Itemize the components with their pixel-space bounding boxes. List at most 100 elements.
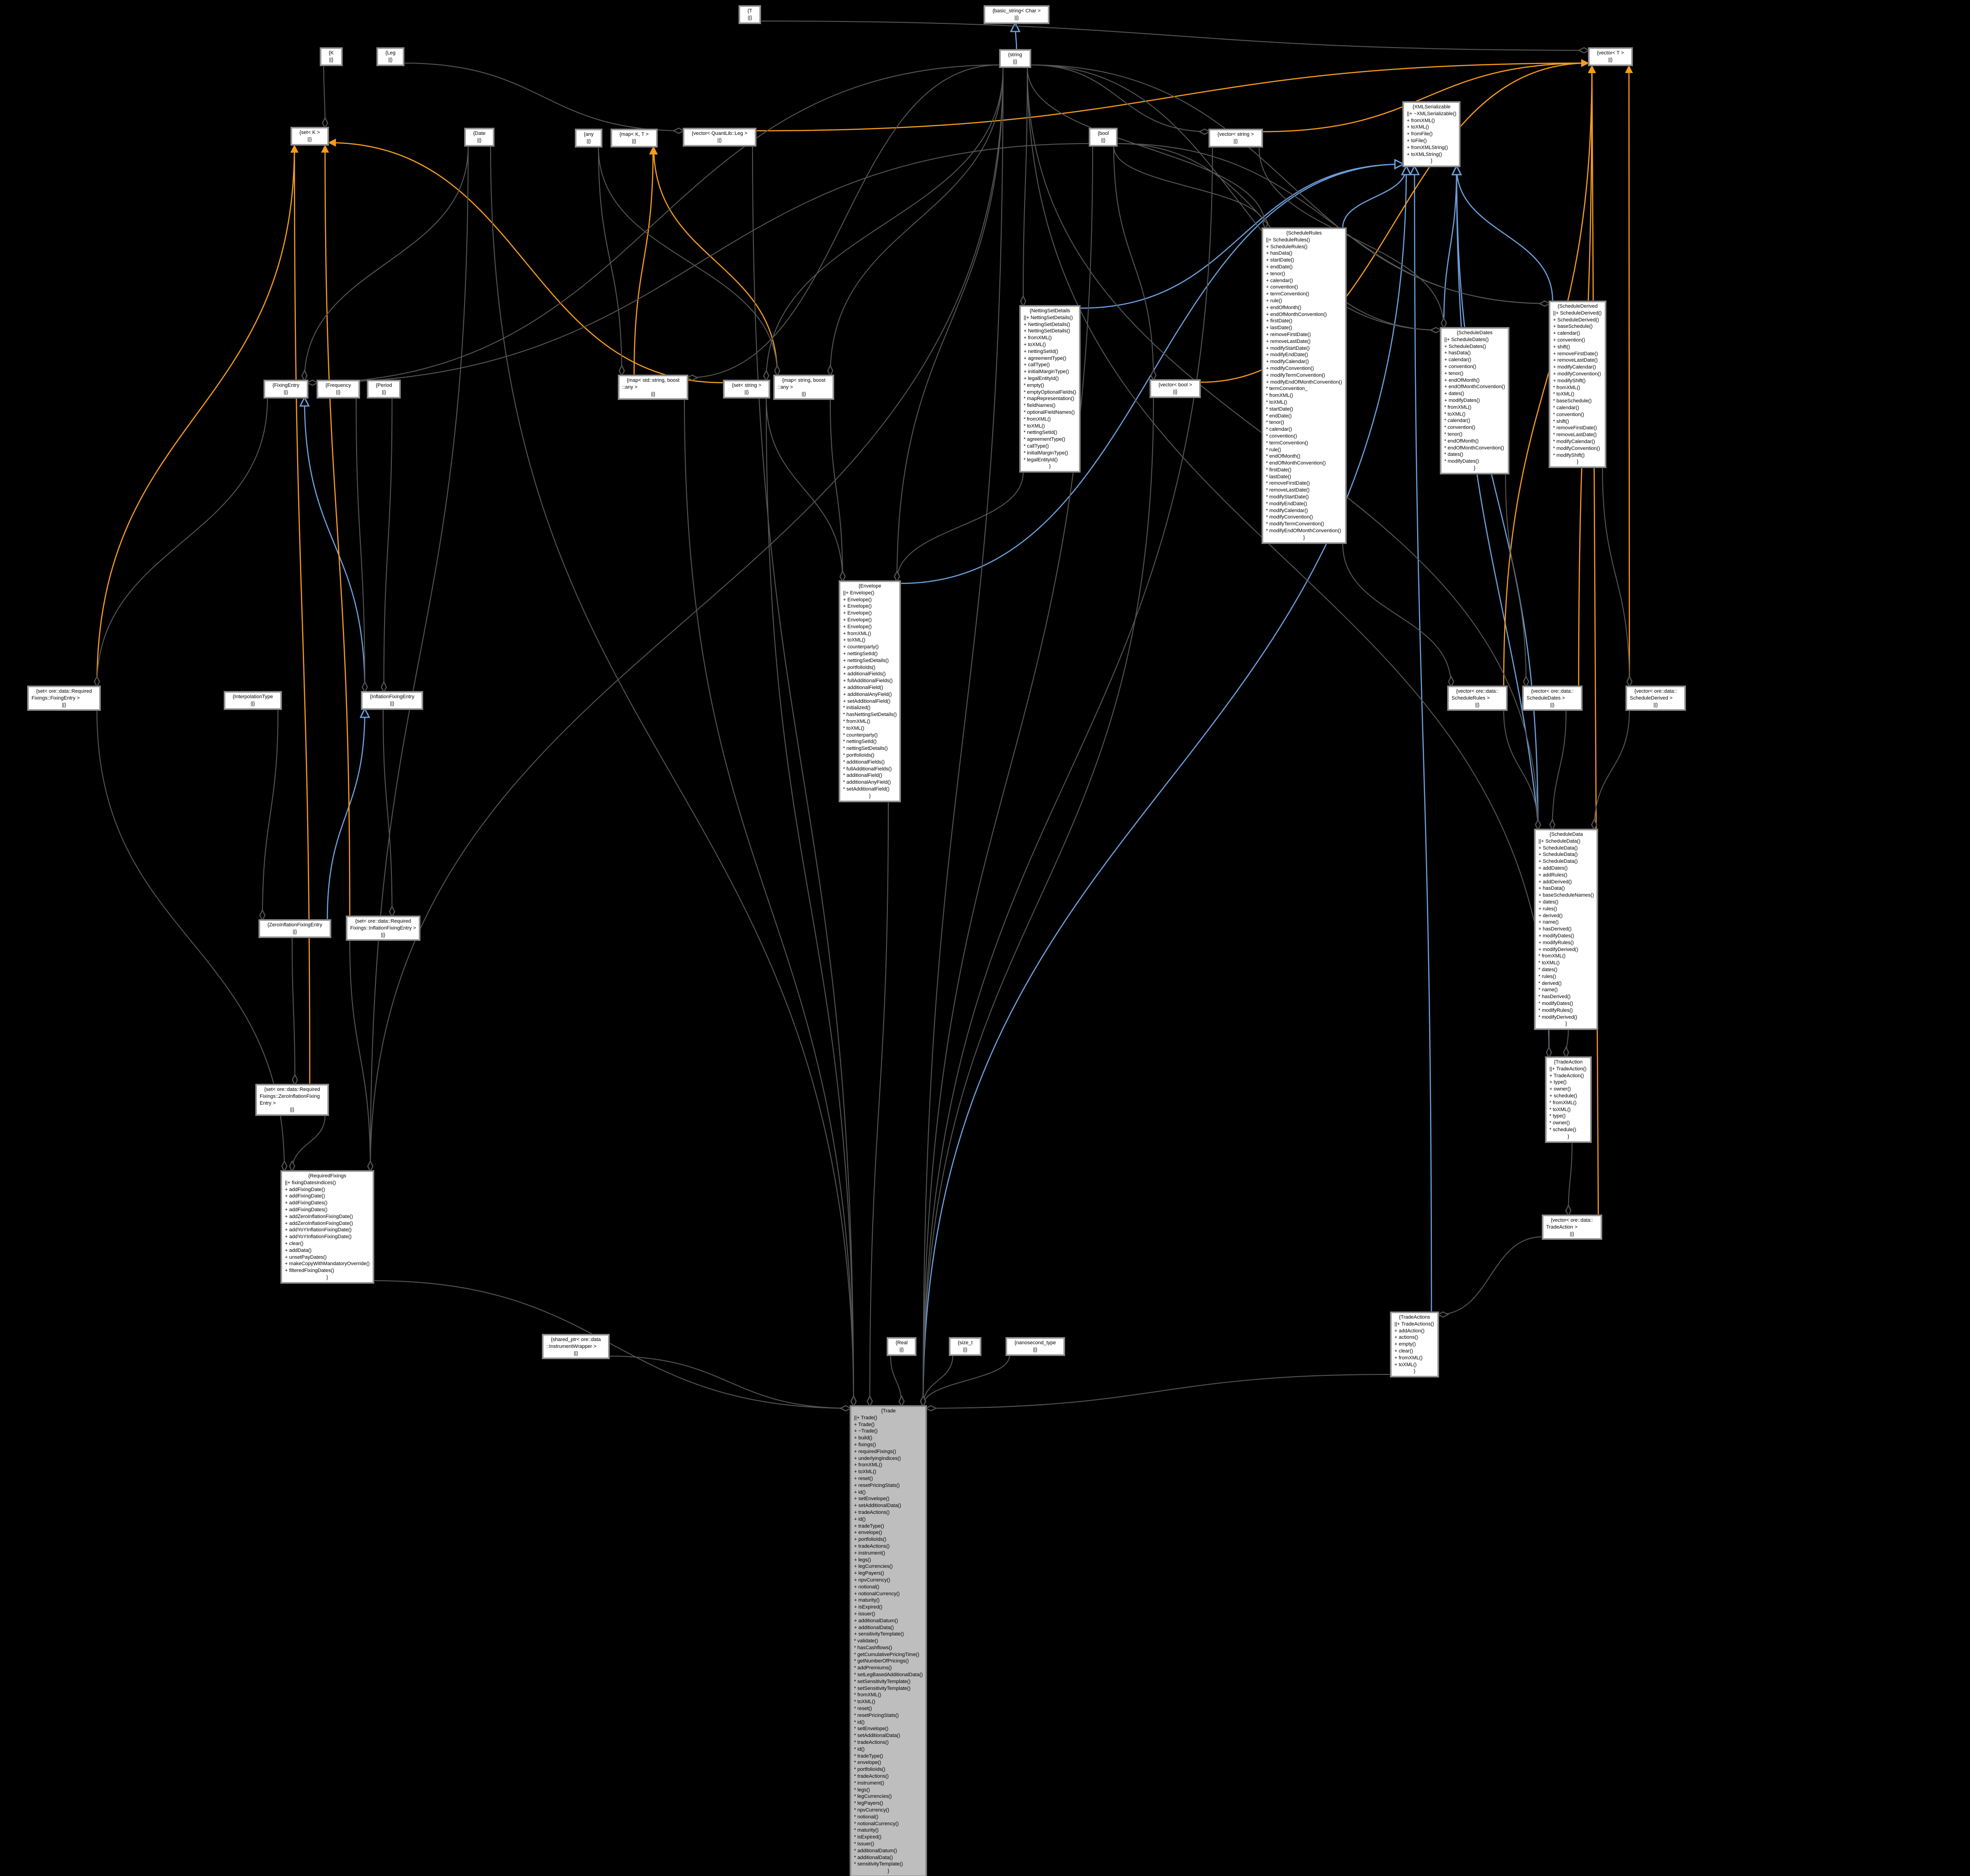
class-node-zeroinflationfixingentry[interactable]: {ZeroInflationFixingEntry||} bbox=[258, 919, 331, 938]
class-member: + modifyDates() bbox=[1444, 397, 1480, 403]
class-node-any[interactable]: {any||} bbox=[574, 128, 603, 148]
class-member: + portfolioIds() bbox=[854, 1537, 886, 1543]
class-member: + toXML() bbox=[854, 1469, 876, 1475]
class-member: + initialMarginType() bbox=[1024, 369, 1069, 375]
class-member: * fromXML() bbox=[1024, 416, 1051, 422]
class-node-schedulerules[interactable]: {ScheduleRules||+ ScheduleRules()+ Sched… bbox=[1261, 227, 1347, 544]
edge-usage-map_string_any-to-envelope bbox=[830, 399, 843, 581]
class-member: * legPayers() bbox=[854, 1801, 883, 1807]
class-node-title: {shared_ptr< ore::data bbox=[551, 1337, 601, 1342]
class-member: + addYoYInflationFixingDate() bbox=[285, 1227, 352, 1233]
class-member: * toXML() bbox=[1553, 391, 1575, 397]
class-member: + hasData() bbox=[1538, 886, 1565, 892]
class-member: + fromFile() bbox=[1407, 131, 1433, 137]
class-node-set_string[interactable]: {set< string >||} bbox=[722, 379, 771, 399]
class-member: + fromXML() bbox=[843, 631, 871, 636]
class-member: * toXML() bbox=[1024, 423, 1045, 429]
class-member: + schedule() bbox=[1549, 1093, 1577, 1099]
class-node-size_t[interactable]: {size_t||} bbox=[948, 1337, 982, 1356]
class-node-nettingsetdetails[interactable]: {NettingSetDetails||+ NettingSetDetails(… bbox=[1019, 305, 1081, 473]
class-node-vector_scheduledates[interactable]: {vector< ore::data::ScheduleDates >||} bbox=[1522, 685, 1583, 711]
class-member: + modifyShift() bbox=[1553, 378, 1586, 384]
class-node-interpolationtype[interactable]: {InterpolationType||} bbox=[223, 691, 283, 710]
class-node-fixingentry[interactable]: {FixingEntry||} bbox=[263, 379, 309, 399]
edge-usage-scheduledates-to-vector_scheduledates bbox=[1505, 474, 1526, 686]
class-node-tradeaction[interactable]: {TradeAction||+ TradeAction()+ TradeActi… bbox=[1545, 1056, 1592, 1143]
edge-template-vector_string-to-vector_t bbox=[1262, 59, 1589, 133]
edge-usage-schedulederived-to-vector_schedulederived bbox=[1602, 467, 1629, 686]
class-node-tradeactions[interactable]: {TradeActions||+ TradeActions()+ addActi… bbox=[1389, 1311, 1440, 1378]
class-member: + name() bbox=[1538, 919, 1559, 925]
class-node-nanosecond_type[interactable]: {nanosecond_type||} bbox=[1005, 1337, 1065, 1356]
class-node-leg[interactable]: {Leg||} bbox=[376, 47, 405, 66]
class-node-title: {set< string > bbox=[732, 383, 762, 388]
class-node-string[interactable]: {string||} bbox=[999, 49, 1031, 68]
class-node-map_string_any[interactable]: {map< string, boost::any >||} bbox=[773, 374, 835, 401]
class-node-shared_ptr_instrumentwrapper[interactable]: {shared_ptr< ore::data::InstrumentWrappe… bbox=[541, 1333, 610, 1360]
class-member: * rules() bbox=[1538, 973, 1556, 979]
class-member: } bbox=[1303, 534, 1305, 540]
class-node-schedulederived[interactable]: {ScheduleDerived||+ ScheduleDerived()+ S… bbox=[1548, 300, 1607, 469]
class-member: ||} bbox=[307, 136, 312, 142]
class-node-real[interactable]: {Real||} bbox=[886, 1337, 917, 1356]
class-node-envelope[interactable]: {Envelope||+ Envelope()+ Envelope()+ Env… bbox=[838, 580, 902, 802]
class-node-period[interactable]: {Period||} bbox=[366, 379, 401, 399]
class-node-scheduledates[interactable]: {ScheduleDates||+ ScheduleDates()+ Sched… bbox=[1440, 327, 1510, 475]
class-member: + tenor() bbox=[1266, 271, 1285, 277]
class-member: + reset() bbox=[854, 1475, 873, 1481]
class-member: * modifyCalendar() bbox=[1553, 438, 1595, 444]
class-member: + nettingSetId() bbox=[843, 651, 878, 657]
class-member: * notionalCurrency() bbox=[854, 1821, 899, 1827]
class-member: + calendar() bbox=[1444, 357, 1472, 363]
class-node-vector_string[interactable]: {vector< string >||} bbox=[1208, 128, 1263, 148]
class-member: ||} bbox=[587, 138, 591, 144]
class-member: * modifyShift() bbox=[1553, 452, 1585, 458]
edge-usage-set_fixingentry-to-requiredfixings bbox=[96, 710, 284, 1170]
class-node-title: {size_t bbox=[958, 1340, 973, 1346]
class-node-trade[interactable]: {Trade||+ Trade()+ Trade()+ ~Trade()+ bu… bbox=[849, 1405, 928, 1876]
edge-usage-requiredfixings-to-trade bbox=[374, 1280, 850, 1408]
class-node-map_std_string_any[interactable]: {map< std::string, boost::any >||} bbox=[617, 374, 689, 401]
class-node-k[interactable]: {K||} bbox=[319, 47, 343, 66]
class-member: + modifyEndDate() bbox=[1266, 352, 1308, 358]
class-member: * toXML() bbox=[843, 725, 865, 731]
class-member: + ~Trade() bbox=[854, 1428, 878, 1434]
edge-inheritance-tradeactions-to-xmlserializable bbox=[1415, 167, 1432, 1312]
class-node-frequency[interactable]: {Frequency||} bbox=[316, 379, 360, 399]
class-node-set_k[interactable]: {set< K >||} bbox=[290, 127, 329, 146]
edge-inheritance-zeroinflationfixingentry-to-inflationfixingentry bbox=[326, 710, 365, 920]
edge-usage-string-to-trade bbox=[923, 67, 1004, 1406]
class-node-requiredfixings[interactable]: {RequiredFixings||+ fixingDatesIndices()… bbox=[280, 1170, 374, 1284]
class-node-map_k_t[interactable]: {map< K, T >||} bbox=[610, 128, 658, 148]
edge-usage-any-to-map_string_any bbox=[598, 147, 777, 375]
edge-template-set_zeroinflationfixingentry-to-set_k bbox=[290, 144, 310, 1085]
class-node-t[interactable]: {T||} bbox=[738, 5, 762, 24]
class-node-vector_bool[interactable]: {vector< bool >||} bbox=[1149, 379, 1201, 398]
edge-usage-tradeactions-to-trade bbox=[927, 1374, 1391, 1408]
class-node-basic_string[interactable]: {basic_string< Char >||} bbox=[983, 5, 1050, 24]
class-member: + addDerived() bbox=[1538, 879, 1572, 885]
class-member: * type() bbox=[1549, 1113, 1566, 1119]
class-member: ||+ ScheduleRules() bbox=[1266, 237, 1310, 243]
edge-template-map_string_any-to-map_k_t bbox=[650, 146, 778, 375]
class-member: * toXML() bbox=[1444, 411, 1466, 417]
class-node-vector_schedulederived[interactable]: {vector< ore::data::ScheduleDerived >||} bbox=[1625, 685, 1686, 711]
class-node-title: {vector< QuantLib::Leg > bbox=[692, 131, 747, 136]
class-member: * notional() bbox=[854, 1814, 879, 1820]
class-node-vector_t[interactable]: {vector< T >||} bbox=[1588, 47, 1633, 66]
class-node-vector_ql_leg[interactable]: {vector< QuantLib::Leg >||} bbox=[683, 128, 757, 147]
class-node-vector_tradeaction[interactable]: {vector< ore::data::TradeAction >||} bbox=[1542, 1214, 1602, 1240]
class-node-vector_schedulerules[interactable]: {vector< ore::data::ScheduleRules >||} bbox=[1447, 685, 1508, 711]
class-node-date[interactable]: {Date||} bbox=[464, 128, 495, 147]
class-member: * startDate() bbox=[1266, 406, 1293, 412]
class-member: * initialMarginType() bbox=[1024, 450, 1068, 456]
class-node-bool[interactable]: {bool||} bbox=[1088, 128, 1118, 147]
class-node-scheduledata[interactable]: {ScheduleData||+ ScheduleData()+ Schedul… bbox=[1533, 828, 1599, 1031]
class-node-inflationfixingentry[interactable]: {InflationFixingEntry||} bbox=[360, 691, 424, 710]
class-node-xmlserializable[interactable]: {XMLSerializable||+ ~XMLSerializable()+ … bbox=[1402, 101, 1461, 168]
class-member: Fixings::InflationFixingEntry > bbox=[350, 925, 416, 931]
class-node-title: {ScheduleRules bbox=[1286, 230, 1322, 236]
